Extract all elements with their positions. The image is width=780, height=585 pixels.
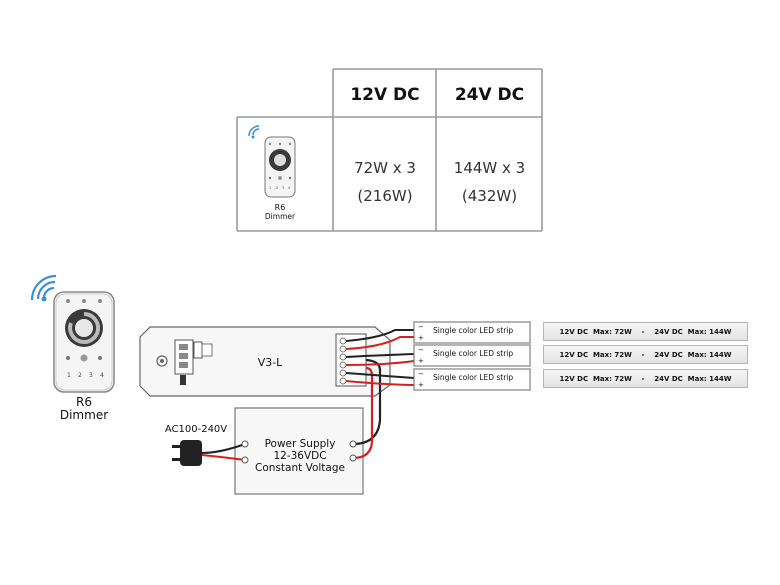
remote-label-2: Dimmer — [59, 408, 109, 422]
svg-text:−: − — [418, 323, 424, 331]
psu-line3: Constant Voltage — [255, 462, 345, 474]
small-remote-label-2: Dimmer — [264, 212, 296, 221]
strip-spec-2: 12V DC Max: 72W - 24V DC Max: 144W — [543, 345, 748, 364]
strip-spec-3: 12V DC Max: 72W - 24V DC Max: 144W — [543, 369, 748, 388]
svg-text:4: 4 — [288, 186, 291, 190]
psu-line2: 12-36VDC — [273, 450, 327, 462]
psu-line1: Power Supply — [264, 438, 336, 450]
strip-label-3: Single color LED strip — [433, 373, 514, 382]
controller-label: V3-L — [257, 356, 283, 369]
strip-terminals — [413, 321, 531, 391]
remote-icon — [30, 274, 115, 393]
header-12v: 12V DC — [350, 85, 420, 105]
cell-24v-line1: 144W x 3 — [453, 159, 526, 177]
svg-text:1: 1 — [269, 186, 271, 190]
svg-text:1: 1 — [67, 372, 71, 379]
cell-12v-line1: 72W x 3 — [354, 159, 416, 177]
cell-24v-line2: (432W) — [461, 187, 518, 205]
svg-text:3: 3 — [89, 372, 93, 379]
svg-text:2: 2 — [78, 372, 82, 379]
svg-text:2: 2 — [276, 186, 278, 190]
strip-label-1: Single color LED strip — [433, 326, 514, 335]
ac-input-label: AC100-240V — [164, 424, 228, 435]
strip-spec-1: 12V DC Max: 72W - 24V DC Max: 144W — [543, 322, 748, 341]
small-remote-label-1: R6 — [274, 203, 286, 212]
svg-text:+: + — [418, 334, 424, 342]
controller-box — [139, 326, 391, 397]
cell-12v-line2: (216W) — [357, 187, 413, 205]
svg-text:−: − — [418, 370, 424, 378]
strip-label-2: Single color LED strip — [433, 349, 514, 358]
header-24v: 24V DC — [454, 85, 525, 105]
remote-label-1: R6 — [76, 395, 92, 409]
svg-text:+: + — [418, 381, 424, 389]
svg-text:4: 4 — [100, 372, 104, 379]
svg-text:3: 3 — [282, 186, 284, 190]
power-supply-box — [234, 407, 364, 495]
ac-plug-icon — [172, 440, 249, 466]
svg-text:+: + — [418, 357, 424, 365]
svg-text:−: − — [418, 346, 424, 354]
